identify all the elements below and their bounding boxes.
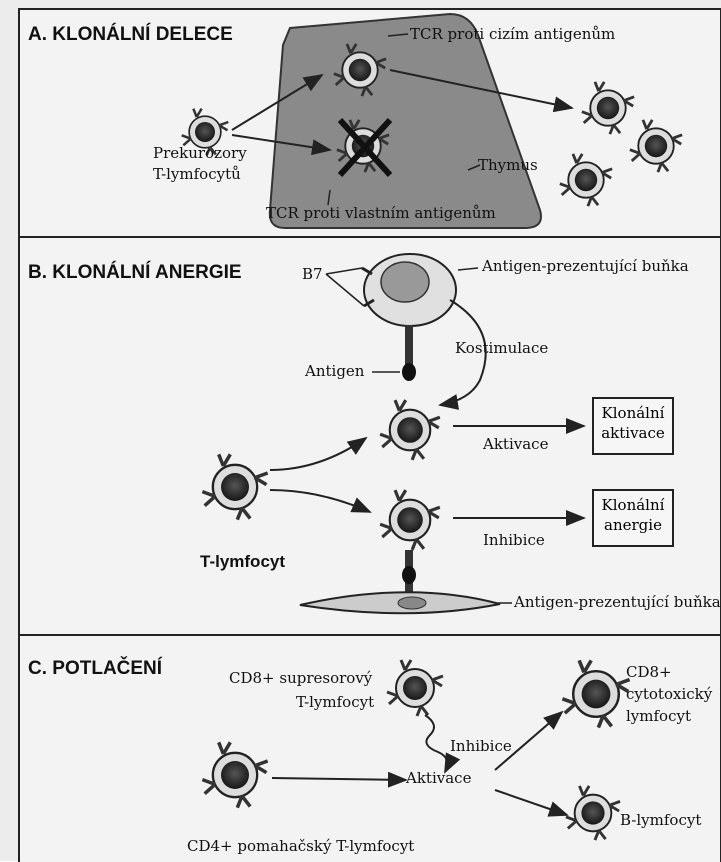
label-tcr-self: TCR proti vlastním antigenům xyxy=(266,205,496,222)
naive-t-lymphocyte xyxy=(202,454,267,519)
label-cd8-cyto-2: cytotoxický xyxy=(626,686,712,703)
mature-t-cell-3 xyxy=(560,154,612,206)
arrow-to-activation xyxy=(270,438,366,470)
anergic-t-cell xyxy=(380,490,440,550)
antigen-top xyxy=(402,363,416,381)
activated-t-cell xyxy=(380,400,440,460)
label-thymus: Thymus xyxy=(478,157,538,174)
apc-bottom-nucleus xyxy=(398,597,426,609)
clonal-activation-box: Klonální aktivace xyxy=(592,397,674,455)
leader-apc-top xyxy=(458,268,478,270)
section-a-title: A. KLONÁLNÍ DELECE xyxy=(28,24,233,46)
apc-top-nucleus xyxy=(381,262,429,302)
clonal-activation-line1: Klonální xyxy=(594,403,672,423)
label-cd8-supp-1: CD8+ supresorový xyxy=(229,670,372,687)
label-t-lymphocyte: T-lymfocyt xyxy=(200,552,285,572)
clonal-anergy-line1: Klonální xyxy=(594,495,672,515)
cytotoxic-cell xyxy=(562,660,629,727)
label-antigen: Antigen xyxy=(305,363,364,380)
arrow-to-activation-c xyxy=(272,778,406,780)
arrow-to-b-cell xyxy=(495,790,567,815)
suppression-wavy-arrow xyxy=(425,715,447,772)
cd8-suppressor-cell xyxy=(387,660,443,716)
section-b-title: B. KLONÁLNÍ ANERGIE xyxy=(28,262,242,284)
label-cd8-cyto-1: CD8+ xyxy=(626,664,672,681)
label-apc-top: Antigen-prezentující buňka xyxy=(482,258,689,275)
b-lymphocyte-cell xyxy=(566,786,620,840)
cd4-helper-cell xyxy=(202,742,267,807)
clonal-anergy-box: Klonální anergie xyxy=(592,489,674,547)
thymus-shape xyxy=(270,14,541,228)
clonal-anergy-line2: anergie xyxy=(594,515,672,535)
label-apc-bottom: Antigen-prezentující buňka xyxy=(514,594,721,611)
label-b7: B7 xyxy=(302,266,323,283)
b7-leader xyxy=(326,268,364,306)
label-precursors-2: T-lymfocytů xyxy=(153,166,241,183)
label-activation-c: Aktivace xyxy=(406,770,471,787)
antigen-bottom xyxy=(402,566,416,584)
label-inhibition-b: Inhibice xyxy=(483,532,545,549)
arrow-to-anergy xyxy=(270,490,370,512)
label-costimulation: Kostimulace xyxy=(455,340,548,357)
label-activation: Aktivace xyxy=(483,436,548,453)
label-b-lymphocyte: B-lymfocyt xyxy=(620,812,701,829)
clonal-activation-line2: aktivace xyxy=(594,423,672,443)
label-inhibition-c: Inhibice xyxy=(450,738,512,755)
label-cd4-helper: CD4+ pomahačský T-lymfocyt xyxy=(187,838,414,855)
label-cd8-cyto-3: lymfocyt xyxy=(626,708,691,725)
mature-t-cell-2 xyxy=(630,120,682,172)
label-tcr-foreign: TCR proti cizím antigenům xyxy=(410,26,615,43)
label-cd8-supp-2: T-lymfocyt xyxy=(296,694,374,711)
section-c-title: C. POTLAČENÍ xyxy=(28,658,162,680)
label-precursors-1: Prekurozory xyxy=(153,145,247,162)
mature-t-cell-1 xyxy=(582,82,634,134)
